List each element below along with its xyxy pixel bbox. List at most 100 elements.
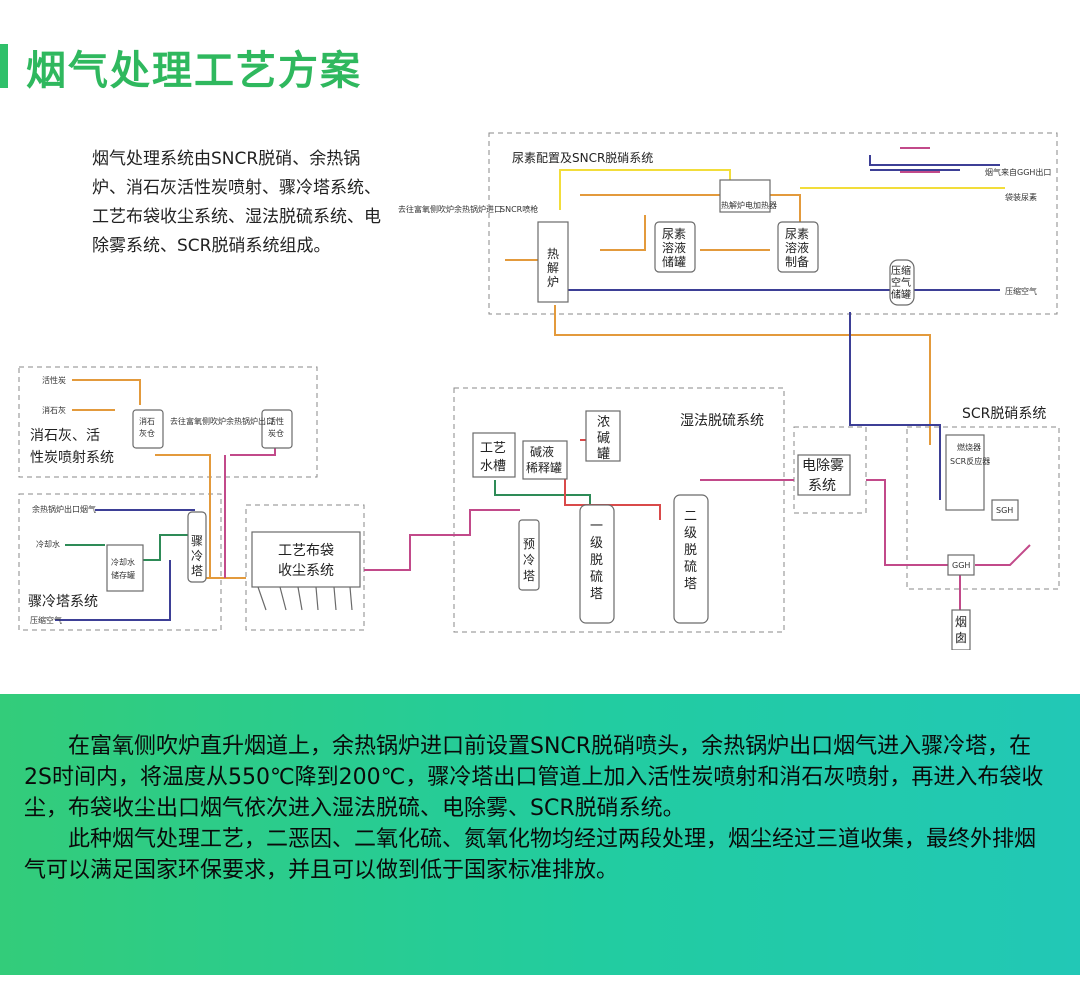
gas-line-bag-to-fgd <box>364 509 520 571</box>
boiler-flue-label: 余热锅炉出口烟气 <box>32 504 96 514</box>
water-tank-label-2: 储存罐 <box>111 570 135 580</box>
conc-3: 罐 <box>597 447 610 462</box>
intro-text: 烟气处理系统由SNCR脱硝、余热锅炉、消石灰活性炭喷射、骤冷塔系统、工艺布袋收尘… <box>92 149 381 256</box>
sgh-label: SGH <box>996 506 1013 515</box>
esp-unit <box>797 454 851 496</box>
urea-storage-2: 溶液 <box>662 240 686 255</box>
quench-tower <box>187 511 207 583</box>
stack-1: 烟 <box>955 615 967 629</box>
reactor-label: SCR反应器 <box>950 456 990 466</box>
quench-system-box <box>18 493 222 631</box>
tower1-4: 硫 <box>590 570 603 585</box>
page-title: 烟气处理工艺方案 <box>26 48 362 94</box>
compressed-air-label: 压缩空气 <box>1005 286 1037 296</box>
gas-line-esp-to-scr <box>866 479 948 566</box>
conc-2: 碱 <box>597 431 610 446</box>
furnace-2: 解 <box>547 261 559 275</box>
wet-fgd-box <box>453 387 785 633</box>
quench-tower-3: 塔 <box>191 564 203 578</box>
water-tank-2: 水槽 <box>480 459 506 474</box>
ggh-unit <box>947 554 975 576</box>
carbon-silo <box>261 409 293 449</box>
air-line-scr <box>849 312 941 500</box>
lime-title-2: 性炭喷射系统 <box>30 450 114 466</box>
tower1-3: 脱 <box>590 553 603 568</box>
sgh-unit <box>991 499 1019 521</box>
air-tank-1: 压缩 <box>891 264 911 277</box>
stack-2: 囱 <box>955 631 967 645</box>
lime-silo <box>132 409 164 449</box>
pre-cool-1: 预 <box>523 537 535 551</box>
conc-alkali-tank <box>585 410 621 462</box>
bag-filter-unit <box>251 531 361 588</box>
water-line-fgd <box>494 480 591 520</box>
summary-paragraph-2: 此种烟气处理工艺，二恶因、二氧化硫、氮氧化物均经过两段处理，烟尘经过三道收集，最… <box>24 827 1037 883</box>
alkali-1: 碱液 <box>530 444 554 459</box>
process-flow-diagram: 尿素配置及SNCR脱硝系统 消石灰、活 性炭喷射系统 骤冷塔系统 湿法脱硫系统 … <box>18 132 1060 650</box>
lime-title-1: 消石灰、活 <box>30 428 100 444</box>
gas-line-from-ggh <box>869 155 1000 171</box>
furnace-3: 炉 <box>547 275 559 289</box>
water-line-quench <box>65 534 195 561</box>
alkali-2: 稀释罐 <box>526 461 562 475</box>
urea-storage-1: 尿素 <box>662 227 686 241</box>
gas-line-sncr-top <box>900 147 940 173</box>
esp-label-1: 电除雾 <box>802 458 844 474</box>
quench-tower-2: 冷 <box>191 549 203 563</box>
bagged-urea-label: 袋装尿素 <box>1005 192 1037 202</box>
sncr-spray-label: SNCR喷枪 <box>500 204 538 214</box>
water-tank-label-1: 冷却水 <box>111 557 135 567</box>
flue-ggh-label: 烟气来自GGH出口 <box>985 167 1051 177</box>
air-tank-3: 储罐 <box>891 288 911 301</box>
tower1-2: 级 <box>590 536 603 551</box>
urea-prep-3: 制备 <box>785 255 809 269</box>
air-line-quench <box>55 560 171 621</box>
air-tank-2: 空气 <box>891 276 911 289</box>
alkali-tank <box>522 440 568 480</box>
tower2-5: 塔 <box>684 577 697 592</box>
burner-label: 燃烧器 <box>957 442 981 452</box>
cooling-water-label: 冷却水 <box>36 539 60 549</box>
heat-furnace <box>537 221 569 303</box>
furnace-1: 热 <box>547 247 559 261</box>
tower1 <box>579 504 615 624</box>
flue-line-lime <box>155 454 211 578</box>
lime-label: 消石灰 <box>42 405 66 415</box>
sncr-system-box <box>488 132 1058 315</box>
tower1-1: 一 <box>590 519 603 534</box>
scr-system-box <box>906 426 1060 590</box>
carbon-label: 活性炭 <box>42 375 66 385</box>
ggh-label: GGH <box>952 561 970 570</box>
bag-label-1: 工艺布袋 <box>278 543 334 559</box>
sncr-title: 尿素配置及SNCR脱硝系统 <box>512 150 653 165</box>
quench-tower-1: 骤 <box>191 534 203 548</box>
fgd-title: 湿法脱硫系统 <box>680 413 764 429</box>
heater-label: 热解炉电加热器 <box>721 200 777 210</box>
flue-line-activated-carbon <box>72 379 141 405</box>
scr-reactor <box>945 434 985 511</box>
tower2-4: 硫 <box>684 560 697 575</box>
bag-label-2: 收尘系统 <box>278 563 334 579</box>
carbon-silo-2: 炭仓 <box>268 428 284 438</box>
process-water-tank <box>472 432 516 478</box>
summary-paragraph-1: 在富氧侧吹炉直升烟道上，余热锅炉进口前设置SNCR脱硝喷头，余热锅炉出口烟气进入… <box>24 734 1044 821</box>
quench-title: 骤冷塔系统 <box>28 594 98 610</box>
urea-storage-tank <box>654 221 696 273</box>
carbon-silo-1: 活性 <box>268 416 284 426</box>
tower2-1: 二 <box>684 509 697 524</box>
urea-prep-tank <box>777 221 819 273</box>
lime-silo-1: 消石 <box>139 416 155 426</box>
pre-cool-3: 塔 <box>523 569 535 583</box>
tower2-2: 级 <box>684 526 697 541</box>
to-boiler-label: 去往富氧侧吹炉余热锅炉进口 <box>398 204 502 214</box>
stack <box>951 609 971 650</box>
pre-cool-2: 冷 <box>523 553 535 567</box>
summary-panel: 在富氧侧吹炉直升烟道上，余热锅炉进口前设置SNCR脱硝喷头，余热锅炉出口烟气进入… <box>0 694 1080 975</box>
gas-line-scr-ggh <box>959 544 1031 610</box>
water-tank-1: 工艺 <box>480 441 506 456</box>
tower2 <box>673 494 709 624</box>
flue-line-sncr-to-scr <box>554 305 931 445</box>
conc-1: 浓 <box>597 415 610 430</box>
urea-line <box>559 169 1005 210</box>
bag-hoppers <box>257 586 353 611</box>
